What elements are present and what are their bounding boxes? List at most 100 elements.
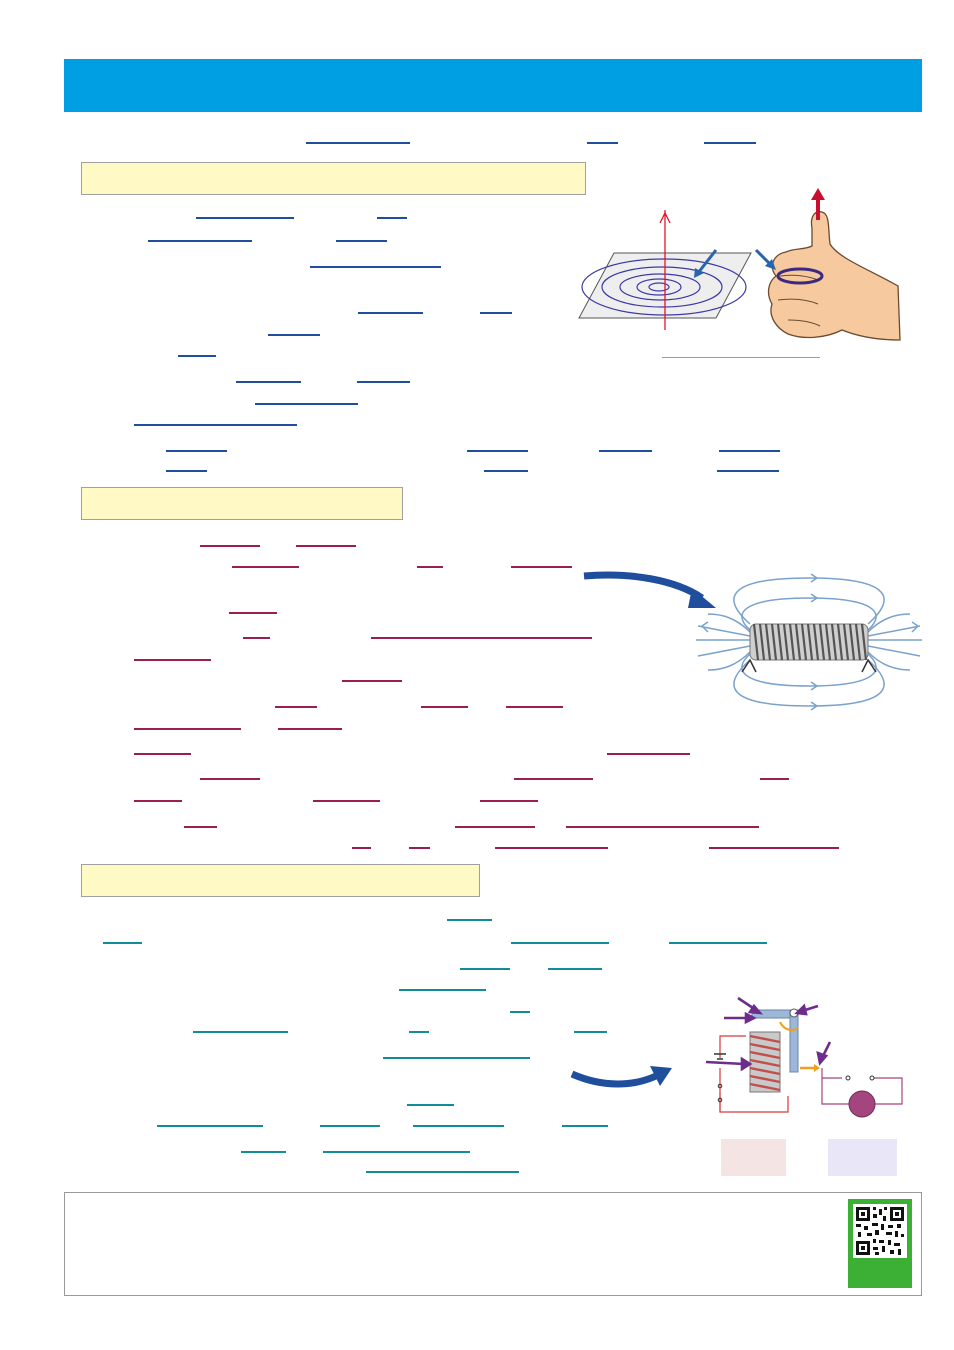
answer-blank[interactable] — [514, 778, 593, 780]
answer-blank[interactable] — [607, 753, 690, 755]
answer-blank[interactable] — [243, 637, 270, 639]
answer-blank[interactable] — [200, 778, 260, 780]
answer-blank[interactable] — [366, 1171, 519, 1173]
solenoid-field-lines — [696, 577, 922, 707]
answer-blank[interactable] — [166, 450, 227, 452]
answer-blank[interactable] — [336, 240, 387, 242]
answer-blank[interactable] — [157, 1125, 263, 1127]
answer-blank[interactable] — [232, 566, 299, 568]
answer-blank[interactable] — [255, 403, 358, 405]
section-2-title — [82, 488, 402, 502]
answer-blank[interactable] — [407, 1104, 454, 1106]
hand-shape — [767, 211, 901, 341]
right-hand-figure — [754, 188, 901, 341]
wire-field-figure — [578, 210, 752, 330]
answer-blank[interactable] — [669, 942, 767, 944]
answer-blank[interactable] — [134, 753, 191, 755]
arrow-to-relay — [570, 1066, 672, 1088]
field-arrows — [700, 573, 920, 711]
answer-blank[interactable] — [320, 1125, 380, 1127]
answer-blank[interactable] — [200, 545, 260, 547]
answer-blank[interactable] — [467, 450, 528, 452]
answer-blank[interactable] — [460, 968, 510, 970]
answer-blank[interactable] — [358, 312, 423, 314]
solenoid-coil — [749, 623, 869, 661]
answer-blank[interactable] — [313, 800, 380, 802]
relay-figure — [705, 996, 903, 1118]
answer-blank[interactable] — [310, 266, 441, 268]
answer-blank[interactable] — [409, 847, 430, 849]
answer-blank[interactable] — [193, 1031, 288, 1033]
answer-blank[interactable] — [178, 355, 216, 357]
answer-blank[interactable] — [587, 142, 618, 144]
section-1-title — [82, 163, 585, 177]
page-title — [64, 59, 922, 85]
answer-blank[interactable] — [421, 706, 468, 708]
answer-blank[interactable] — [599, 450, 652, 452]
answer-blank[interactable] — [704, 142, 756, 144]
answer-blank[interactable] — [352, 847, 371, 849]
answer-blank[interactable] — [447, 919, 492, 921]
answer-blank[interactable] — [134, 659, 211, 661]
answer-blank[interactable] — [484, 470, 528, 472]
answer-blank[interactable] — [148, 240, 252, 242]
answer-blank[interactable] — [241, 1151, 286, 1153]
answer-blank[interactable] — [383, 1057, 530, 1059]
answer-blank[interactable] — [548, 968, 602, 970]
load-bulb — [848, 1090, 876, 1118]
answer-blank[interactable] — [399, 989, 486, 991]
answer-blank[interactable] — [229, 612, 277, 614]
answer-blank[interactable] — [510, 1011, 530, 1013]
answer-blank[interactable] — [323, 1151, 470, 1153]
answer-blank[interactable] — [296, 545, 356, 547]
answer-blank[interactable] — [184, 826, 217, 828]
relay-coil — [749, 1034, 781, 1092]
answer-blank[interactable] — [717, 470, 779, 472]
answer-blank[interactable] — [413, 1125, 504, 1127]
field-loop — [776, 267, 824, 285]
relay-label-right-text — [828, 1139, 897, 1147]
relay-label-left-text — [721, 1139, 786, 1147]
answer-blank[interactable] — [709, 847, 839, 849]
answer-blank[interactable] — [417, 566, 443, 568]
qr-code[interactable] — [853, 1204, 907, 1258]
answer-blank[interactable] — [278, 728, 342, 730]
answer-blank[interactable] — [268, 334, 320, 336]
answer-blank[interactable] — [511, 942, 609, 944]
qr-code-card[interactable] — [848, 1199, 912, 1288]
arrow-to-solenoid — [583, 571, 716, 608]
section-2-header — [81, 487, 403, 520]
answer-blank[interactable] — [562, 1125, 608, 1127]
qr-code-icon — [856, 1207, 904, 1255]
answer-blank[interactable] — [134, 800, 182, 802]
answer-blank[interactable] — [455, 826, 535, 828]
answer-blank[interactable] — [357, 381, 410, 383]
answer-blank[interactable] — [760, 778, 789, 780]
answer-blank[interactable] — [574, 1031, 607, 1033]
answer-blank[interactable] — [377, 217, 407, 219]
answer-blank[interactable] — [166, 470, 207, 472]
answer-blank[interactable] — [409, 1031, 429, 1033]
answer-blank[interactable] — [371, 637, 592, 639]
answer-blank[interactable] — [566, 826, 759, 828]
title-bar — [64, 59, 922, 112]
answer-blank[interactable] — [134, 424, 297, 426]
load-circuit — [821, 1068, 903, 1105]
answer-blank[interactable] — [103, 942, 142, 944]
answer-blank[interactable] — [275, 706, 317, 708]
answer-blank[interactable] — [480, 800, 538, 802]
answer-blank[interactable] — [506, 706, 563, 708]
answer-blank[interactable] — [719, 450, 780, 452]
answer-blank[interactable] — [196, 217, 294, 219]
figure-caption-blank[interactable] — [662, 357, 820, 358]
answer-blank[interactable] — [511, 566, 572, 568]
answer-blank[interactable] — [134, 728, 241, 730]
answer-blank[interactable] — [306, 142, 410, 144]
answer-blank[interactable] — [480, 312, 512, 314]
section-3-header — [81, 864, 480, 897]
answer-blank[interactable] — [342, 680, 402, 682]
answer-blank[interactable] — [495, 847, 608, 849]
relay-label-box-right — [828, 1139, 897, 1176]
pointer-arrow — [696, 249, 718, 274]
answer-blank[interactable] — [236, 381, 301, 383]
